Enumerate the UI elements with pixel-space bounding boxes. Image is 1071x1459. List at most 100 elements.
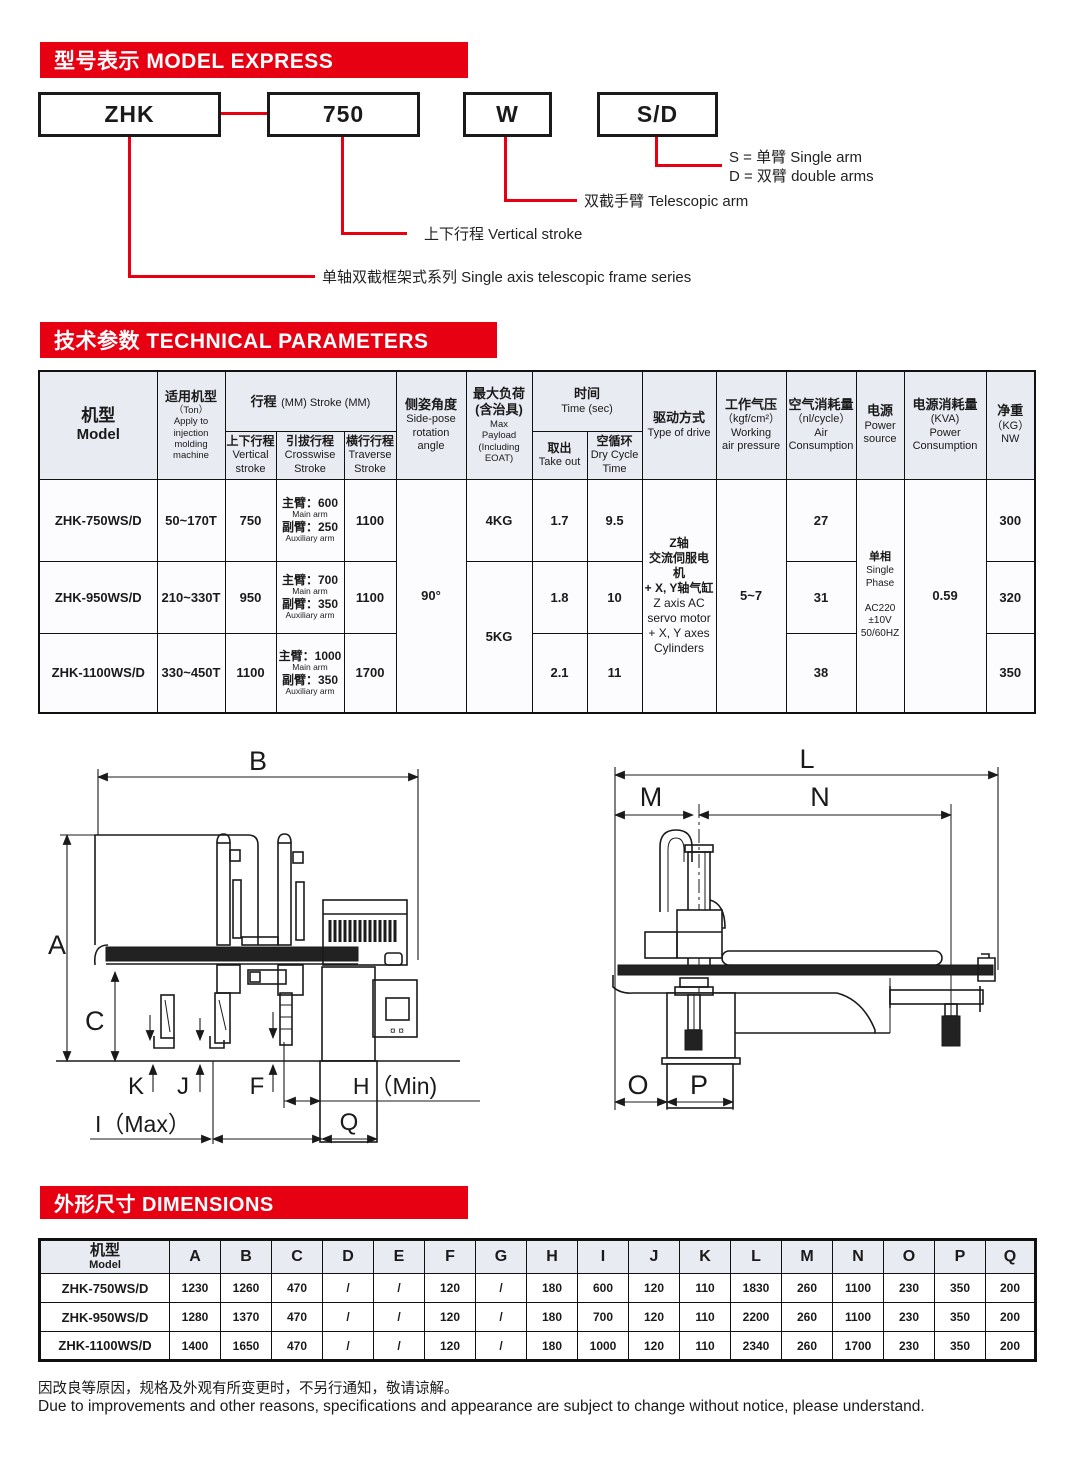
callout-w: 双截手臂 Telescopic arm — [584, 193, 749, 210]
dims-head-col: K — [679, 1239, 731, 1274]
dims-head-col: B — [220, 1239, 272, 1274]
dims-value: 230 — [883, 1302, 935, 1332]
dim-label-k: K — [128, 1073, 144, 1100]
dims-value: 1700 — [832, 1331, 884, 1361]
model-code-box-w: W — [463, 92, 552, 137]
dim-label-n: N — [810, 782, 830, 812]
callout-arms-line2: D = 双臂 double arms — [729, 168, 874, 185]
dims-value: 180 — [526, 1302, 578, 1332]
model-code-box-stroke: 750 — [267, 92, 420, 137]
dims-head-col: L — [730, 1239, 782, 1274]
tech-model-cell: ZHK-950WS/D — [38, 560, 158, 634]
dims-head-col: J — [628, 1239, 680, 1274]
dims-value: 120 — [424, 1273, 476, 1303]
dims-value: 1230 — [169, 1273, 221, 1303]
dims-value: / — [373, 1273, 425, 1303]
tech-power-cell: 单相 Single Phase AC220 ±10V 50/60HZ — [855, 478, 905, 714]
dims-value: / — [373, 1331, 425, 1361]
dims-value: 350 — [934, 1273, 986, 1303]
tech-traverse-cell: 1100 — [343, 478, 397, 562]
tech-head-power: 电源 Power source — [855, 370, 905, 480]
dims-value: 230 — [883, 1331, 935, 1361]
dims-value: 1400 — [169, 1331, 221, 1361]
technical-parameters-table-wrap: 机型 Model 适用机型 （Ton） Apply to injection m… — [38, 370, 1037, 714]
dims-value: 110 — [679, 1331, 731, 1361]
tech-vstroke-cell: 1100 — [224, 632, 277, 714]
tech-vstroke-cell: 750 — [224, 478, 277, 562]
dims-value: 260 — [781, 1331, 833, 1361]
tech-head-stroke: 行程 (MM) Stroke (MM) — [224, 370, 397, 432]
dims-row-1100: ZHK-1100WS/D 1400 1650 470 / / 120 / 180… — [39, 1331, 1036, 1361]
dims-row-950: ZHK-950WS/D 1280 1370 470 / / 120 / 180 … — [39, 1302, 1036, 1332]
dims-model-cell: ZHK-950WS/D — [39, 1302, 170, 1332]
tech-head-dry-cycle: 空循环 Dry Cycle Time — [586, 430, 643, 480]
tech-head-vertical-stroke: 上下行程 Vertical stroke — [224, 430, 277, 480]
tech-apply-cell: 50~170T — [156, 478, 226, 562]
tech-header-row-2: 上下行程 Vertical stroke 引拔行程 Crosswise Stro… — [39, 430, 1035, 480]
dims-head-col: N — [832, 1239, 884, 1274]
dims-value: 200 — [985, 1331, 1036, 1361]
dims-value: 120 — [628, 1273, 680, 1303]
dims-value: 700 — [577, 1302, 629, 1332]
arm-tower-right — [277, 833, 305, 946]
tech-payload-cell: 5KG — [465, 560, 533, 714]
footer-note-en: Due to improvements and other reasons, s… — [38, 1398, 925, 1415]
tech-dry-cell: 11 — [586, 632, 643, 714]
dim-label-o: O — [627, 1070, 648, 1100]
tech-traverse-cell: 1100 — [343, 560, 397, 634]
dims-value: 200 — [985, 1273, 1036, 1303]
callout-arms: S = 单臂 Single arm D = 双臂 double arms — [729, 148, 874, 186]
dim-label-h: H（Min) — [353, 1073, 437, 1099]
dims-value: 180 — [526, 1331, 578, 1361]
motor-housing — [322, 899, 408, 966]
dims-value: 2200 — [730, 1302, 782, 1332]
console-knob-icons: ¤ ¤ — [390, 1026, 404, 1037]
dims-value: 260 — [781, 1302, 833, 1332]
dims-value: 2340 — [730, 1331, 782, 1361]
tech-head-pose: 侧姿角度 Side-pose rotation angle — [395, 370, 467, 480]
dims-value: / — [475, 1331, 527, 1361]
dims-value: 1100 — [832, 1302, 884, 1332]
dim-label-j: J — [177, 1073, 189, 1100]
dims-value: 120 — [424, 1302, 476, 1332]
tech-crosswise-cell: 主臂：700 Main arm 副臂：350 Auxiliary arm — [275, 560, 345, 634]
tech-head-air: 空气消耗量 （nl/cycle） Air Consumption — [785, 370, 857, 480]
dims-model-cell: ZHK-1100WS/D — [39, 1331, 170, 1361]
dims-value: 120 — [424, 1331, 476, 1361]
tech-takeout-cell: 1.8 — [531, 560, 588, 634]
dims-value: 350 — [934, 1302, 986, 1332]
dims-head-col: O — [883, 1239, 935, 1274]
dimensions-table: 机型 Model A B C D E F G H I J K L M N O P… — [38, 1238, 1037, 1362]
side-view-drawing: L M N — [612, 744, 1000, 1110]
dims-value: / — [322, 1331, 374, 1361]
dim-label-m: M — [640, 782, 663, 812]
dims-value: 470 — [271, 1331, 323, 1361]
dims-value: 110 — [679, 1273, 731, 1303]
dim-label-i: I（Max） — [95, 1111, 191, 1137]
tech-model-cell: ZHK-750WS/D — [38, 478, 158, 562]
tech-nw-cell: 320 — [985, 560, 1036, 634]
tech-header-row-1: 机型 Model 适用机型 （Ton） Apply to injection m… — [38, 370, 1036, 480]
tech-vstroke-cell: 950 — [224, 560, 277, 634]
leader-line-series — [128, 137, 315, 278]
tech-head-time: 时间 Time (sec) — [531, 370, 643, 432]
dims-value: / — [475, 1273, 527, 1303]
dims-head-col: Q — [985, 1239, 1036, 1274]
leader-line-w — [504, 137, 577, 202]
arm-tower-left — [216, 833, 242, 946]
dims-value: 120 — [628, 1302, 680, 1332]
tech-air-cell: 27 — [785, 478, 857, 562]
dims-value: 1000 — [577, 1331, 629, 1361]
dims-header-row: 机型 Model A B C D E F G H I J K L M N O P… — [39, 1239, 1036, 1274]
tech-apply-cell: 330~450T — [156, 632, 226, 714]
model-code-w: W — [496, 101, 519, 127]
dims-value: 470 — [271, 1273, 323, 1303]
dims-value: 1260 — [220, 1273, 272, 1303]
dim-label-b: B — [249, 746, 267, 776]
callout-stroke: 上下行程 Vertical stroke — [424, 226, 583, 243]
tech-pose-cell: 90° — [395, 478, 467, 714]
dims-head-col: A — [169, 1239, 221, 1274]
dim-label-c: C — [85, 1006, 105, 1036]
dims-value: 350 — [934, 1331, 986, 1361]
dims-value: 110 — [679, 1302, 731, 1332]
